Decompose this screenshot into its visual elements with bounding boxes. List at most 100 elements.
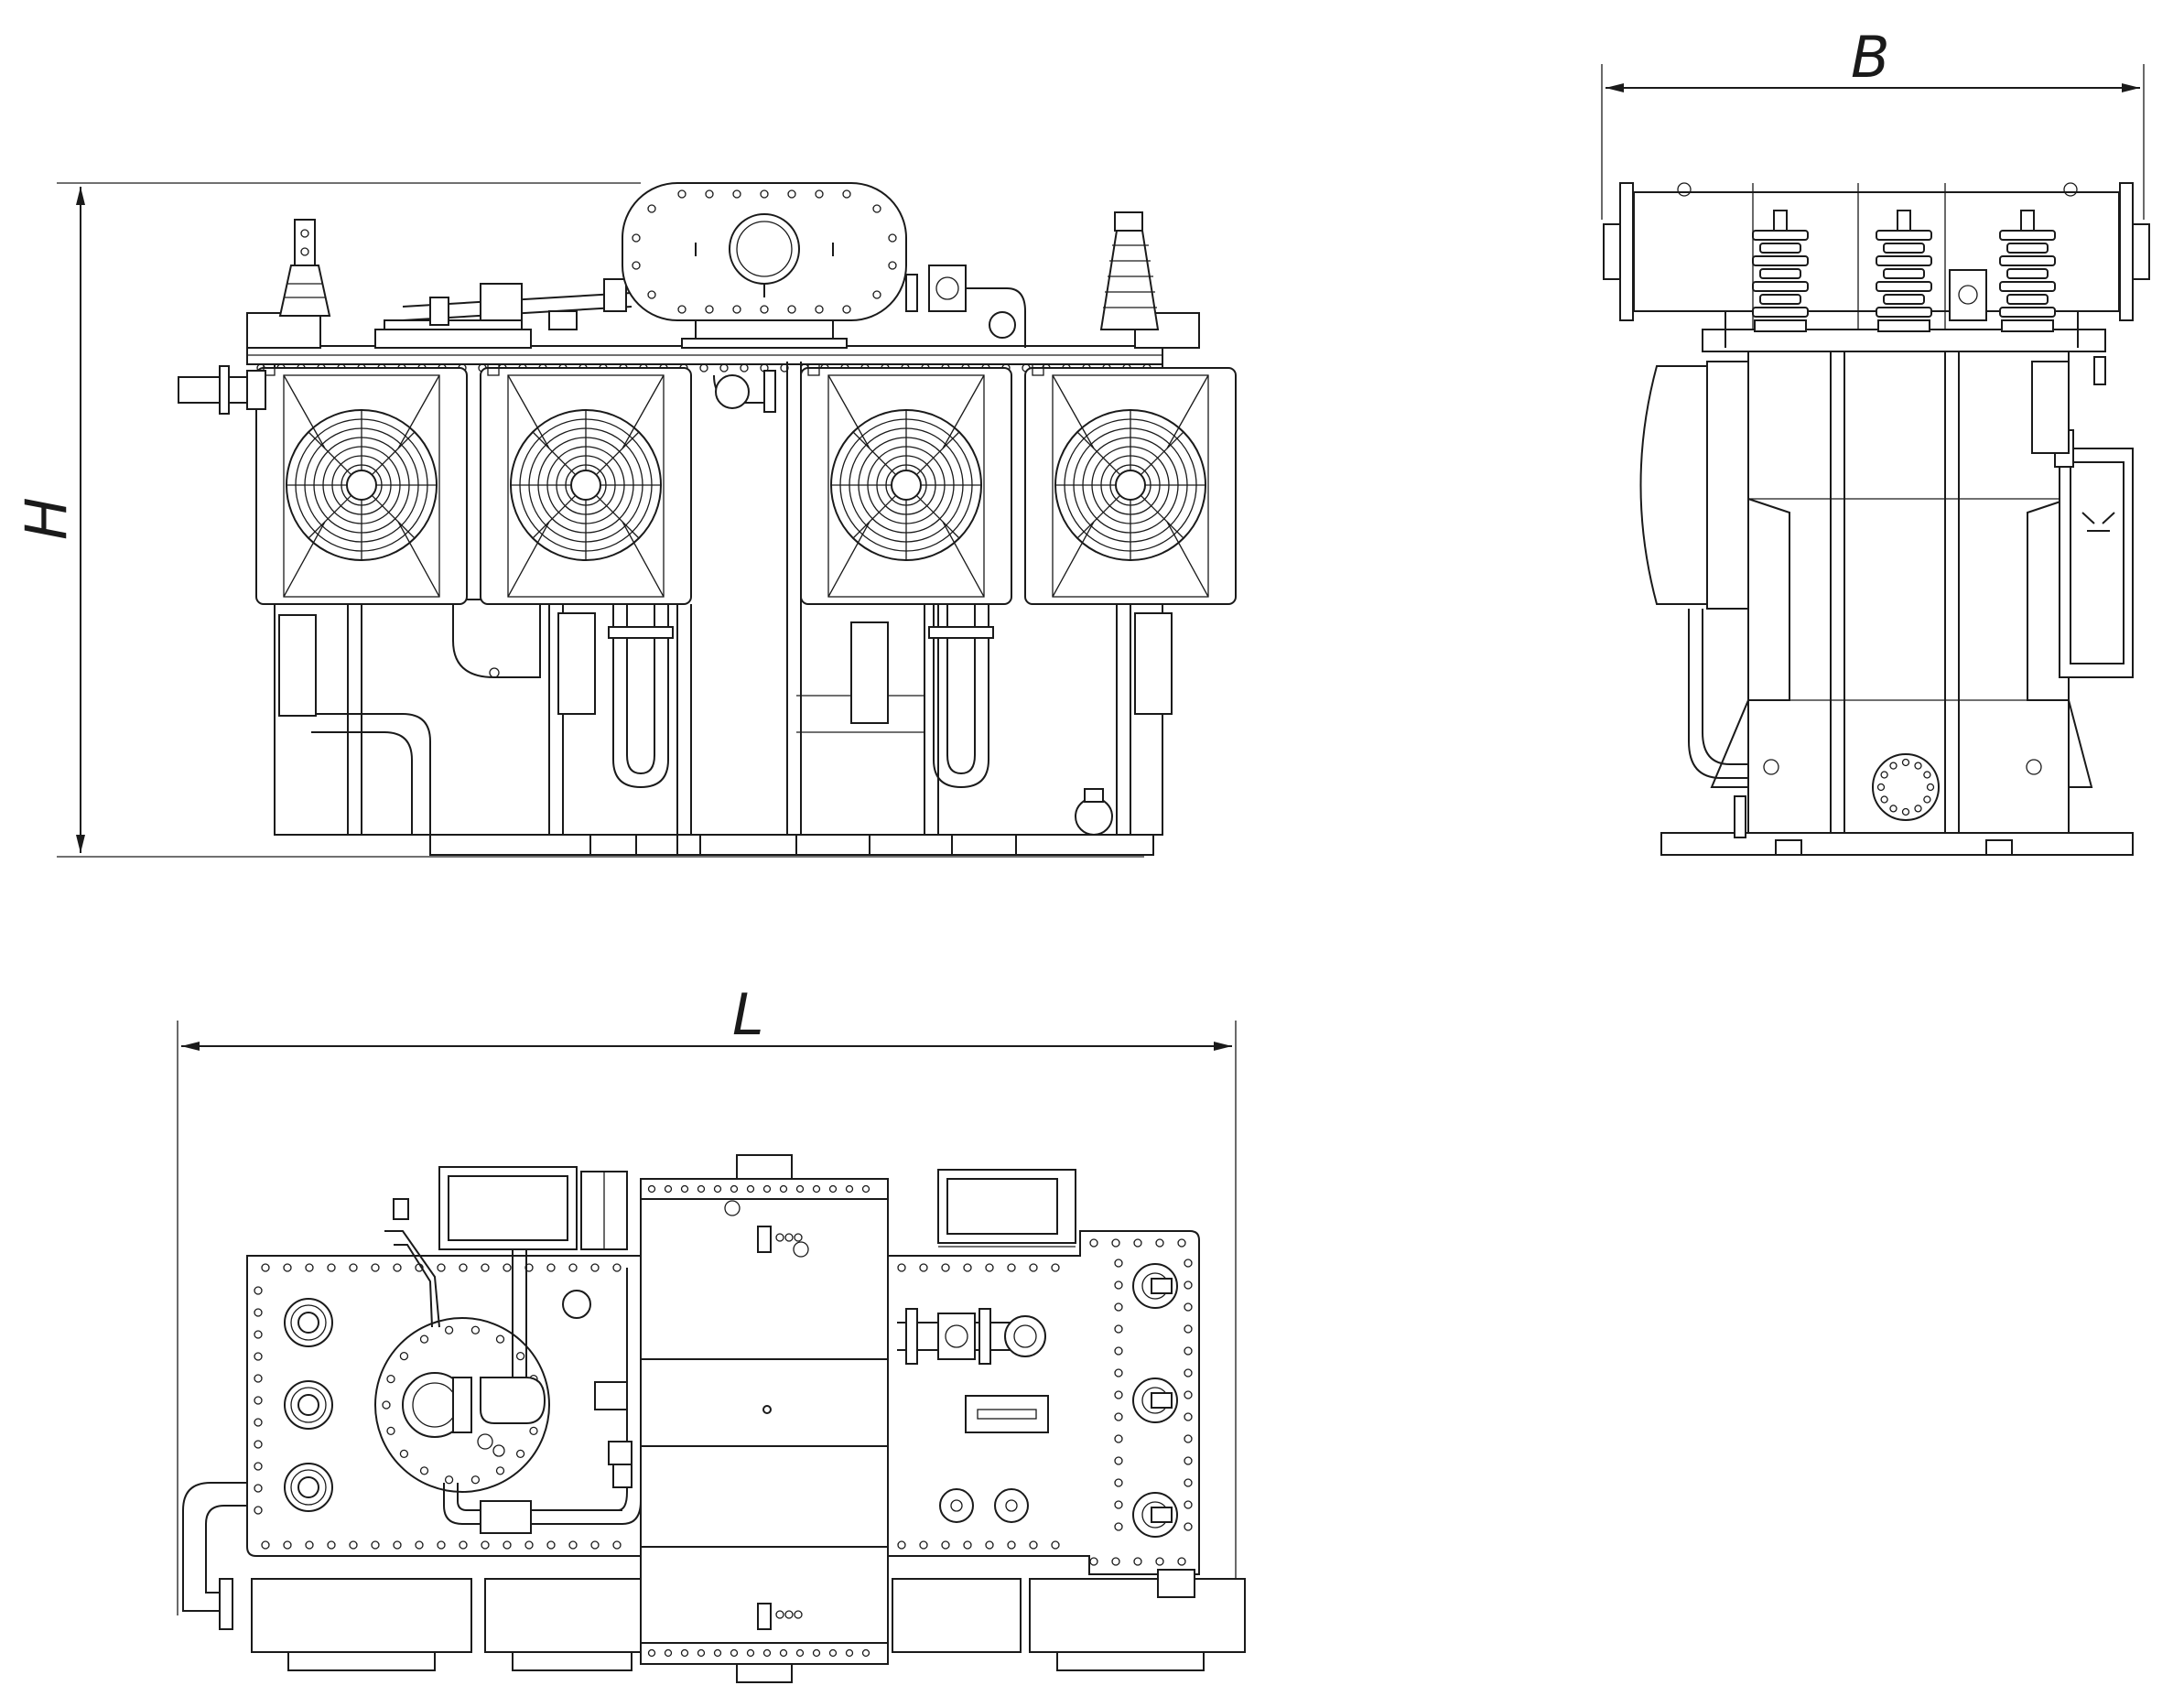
bolt xyxy=(888,261,897,270)
bolt xyxy=(254,1462,263,1471)
bolt xyxy=(861,1184,870,1194)
bolt xyxy=(254,1484,263,1493)
bolt xyxy=(1111,1557,1120,1566)
bolt xyxy=(1184,1280,1193,1290)
fan-icon xyxy=(830,409,982,561)
bolt xyxy=(283,1540,292,1550)
bolt xyxy=(1114,1390,1123,1399)
bolt xyxy=(1114,1434,1123,1443)
side-view xyxy=(1603,182,2150,856)
bolt xyxy=(730,1184,739,1194)
bolt xyxy=(1007,1263,1016,1272)
bolt xyxy=(349,1263,358,1272)
bolt xyxy=(393,1540,402,1550)
bolt xyxy=(985,1540,994,1550)
bolt xyxy=(1184,1412,1193,1421)
bolt xyxy=(254,1506,263,1515)
bolt xyxy=(677,305,687,314)
bushing-top xyxy=(1132,1263,1178,1309)
bolt xyxy=(1880,795,1888,804)
tank-edge-bolts xyxy=(647,1184,870,1658)
bolt xyxy=(415,1540,424,1550)
bolt xyxy=(746,1648,755,1658)
top-view xyxy=(182,1154,1246,1683)
bolt xyxy=(495,1466,505,1475)
bolt xyxy=(382,1400,391,1410)
bolt xyxy=(719,363,729,373)
bolt xyxy=(1089,1238,1098,1248)
bolt xyxy=(897,1540,906,1550)
bushing-top xyxy=(284,1298,333,1347)
bolt xyxy=(787,305,796,314)
dimension-h-label: H xyxy=(13,497,80,540)
fan-icon xyxy=(286,409,438,561)
bolt xyxy=(481,1263,490,1272)
bushing-top xyxy=(284,1380,333,1430)
bolt xyxy=(1923,795,1931,804)
bolt xyxy=(1901,758,1910,767)
bolt xyxy=(985,1263,994,1272)
bolt xyxy=(680,1184,689,1194)
top-left-bushings xyxy=(284,1298,333,1512)
bolt xyxy=(470,1325,481,1334)
bolt xyxy=(437,1263,446,1272)
bolt xyxy=(515,1351,525,1361)
bolt xyxy=(713,1648,722,1658)
bolt xyxy=(459,1540,468,1550)
bolt xyxy=(261,1540,270,1550)
bolt xyxy=(254,1308,263,1317)
bolt xyxy=(1876,783,1886,792)
bolt xyxy=(779,1648,788,1658)
bolt xyxy=(254,1286,263,1295)
bolt xyxy=(1029,1540,1038,1550)
bolt xyxy=(812,1184,821,1194)
bolt xyxy=(732,189,741,199)
bolt xyxy=(1184,1456,1193,1465)
front-view xyxy=(178,182,1237,856)
bolt xyxy=(1114,1324,1123,1334)
bolt xyxy=(371,1263,380,1272)
fan-cooler xyxy=(255,363,468,605)
bolt xyxy=(393,1263,402,1272)
bolt xyxy=(1880,771,1888,779)
bolt xyxy=(1007,1540,1016,1550)
bolt xyxy=(459,1263,468,1272)
bolt xyxy=(647,204,656,213)
bolt xyxy=(470,1475,481,1485)
bolt xyxy=(680,1648,689,1658)
dimension-l: L xyxy=(177,981,1237,1615)
top-right-bushings xyxy=(1132,1263,1178,1538)
bolt xyxy=(779,1184,788,1194)
bolt xyxy=(1029,1263,1038,1272)
bolt xyxy=(861,1648,870,1658)
bolt xyxy=(697,1648,706,1658)
oval-bolts xyxy=(632,189,897,314)
fan-cooler xyxy=(480,363,692,605)
bolt xyxy=(568,1263,578,1272)
bolt xyxy=(1184,1346,1193,1356)
bolt xyxy=(1184,1478,1193,1487)
bolt xyxy=(254,1396,263,1405)
bolt xyxy=(1051,1540,1060,1550)
drain-valve xyxy=(1075,788,1113,836)
bolt xyxy=(1114,1500,1123,1509)
bolt xyxy=(612,1540,622,1550)
bolt xyxy=(1089,1557,1098,1566)
bolt xyxy=(1177,1238,1186,1248)
bolt xyxy=(437,1540,446,1550)
bolt xyxy=(664,1648,673,1658)
bolt xyxy=(632,261,641,270)
dimension-h: H xyxy=(13,182,1144,858)
bolt xyxy=(732,305,741,314)
bolt xyxy=(762,1648,772,1658)
bolt xyxy=(730,1648,739,1658)
bolt xyxy=(371,1540,380,1550)
bolt xyxy=(919,1263,928,1272)
top-cooler-boxes xyxy=(251,1578,1246,1671)
bolt xyxy=(444,1325,454,1334)
bushing-top xyxy=(1132,1377,1178,1423)
bolt xyxy=(746,1184,755,1194)
fan-icon xyxy=(1054,409,1206,561)
bolt xyxy=(529,1426,538,1436)
